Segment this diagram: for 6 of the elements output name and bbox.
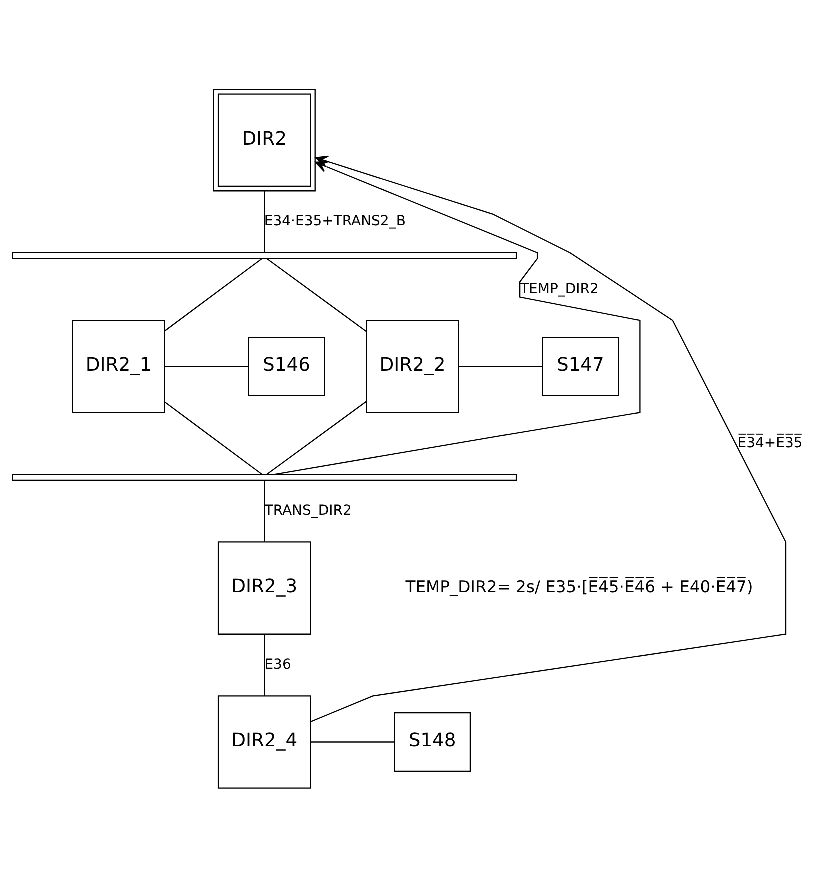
edge-label: TEMP_DIR2 <box>520 280 599 297</box>
edge-label: E36 <box>264 656 292 672</box>
edge-label: TRANS_DIR2 <box>264 502 352 518</box>
edge-label: E̅3̅4̅+E̅3̅5̅ <box>738 434 803 451</box>
edge-label: E34·E35+TRANS2_B <box>264 213 406 230</box>
label: TEMP_DIR2= 2s/ E35·[E̅4̅5̅·E̅4̅6̅ + E40·E̅4̅7̅) <box>406 577 754 596</box>
